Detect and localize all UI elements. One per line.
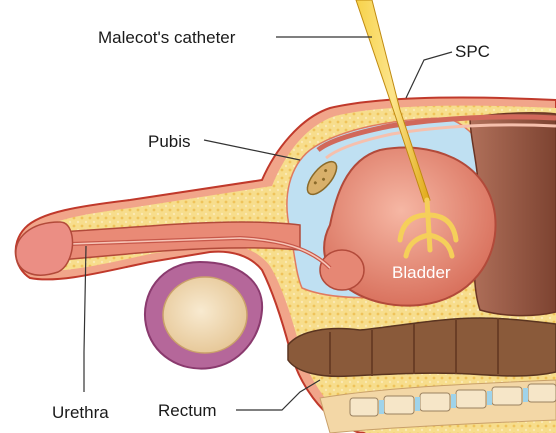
testis bbox=[163, 277, 247, 353]
label-spc: SPC bbox=[455, 42, 490, 61]
label-catheter: Malecot's catheter bbox=[98, 28, 236, 47]
bladder-neck bbox=[320, 250, 364, 290]
label-rectum: Rectum bbox=[158, 401, 217, 420]
spc-leader bbox=[406, 52, 452, 98]
label-pubis: Pubis bbox=[148, 132, 191, 151]
label-urethra: Urethra bbox=[52, 403, 109, 422]
label-bladder: Bladder bbox=[392, 263, 451, 282]
